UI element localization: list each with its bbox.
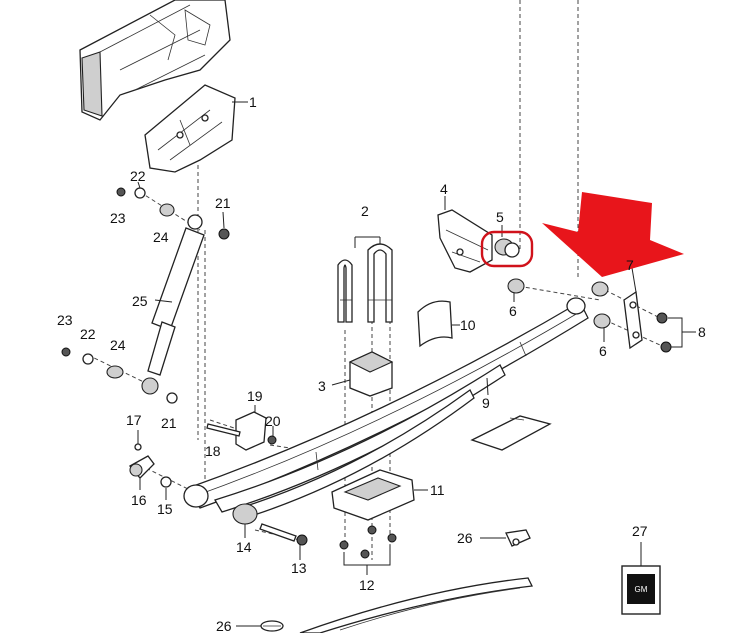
part-labels: 1 2 3 4 5 6 6 7 8 9 10 11 12 13 14 15 16… (57, 94, 706, 633)
u-bolts (337, 236, 393, 323)
spring-eye-bushing (494, 225, 520, 258)
label-20: 20 (265, 413, 281, 429)
label-1: 1 (249, 94, 257, 110)
label-10: 10 (460, 317, 476, 333)
label-13: 13 (291, 560, 307, 576)
insulator-pad (470, 415, 552, 451)
label-18: 18 (205, 443, 221, 459)
label-8: 8 (698, 324, 706, 340)
label-27: 27 (632, 523, 648, 539)
leaf-spring (183, 297, 589, 519)
label-25: 25 (132, 293, 148, 309)
label-22a: 22 (130, 168, 146, 184)
label-21a: 21 (215, 195, 231, 211)
lower-shock-hardware (61, 347, 178, 404)
label-3: 3 (318, 378, 326, 394)
label-21b: 21 (161, 415, 177, 431)
spring-sleeve (417, 300, 460, 348)
label-24b: 24 (110, 337, 126, 353)
label-2: 2 (361, 203, 369, 219)
label-22b: 22 (80, 326, 96, 342)
label-16: 16 (131, 492, 147, 508)
label-5: 5 (496, 209, 504, 225)
label-26b: 26 (216, 618, 232, 633)
label-7: 7 (626, 257, 634, 273)
label-6b: 6 (599, 343, 607, 359)
shackle-plate (623, 267, 643, 350)
shackle-bushings (507, 278, 611, 342)
retainer-clip-upper (480, 529, 531, 547)
label-17: 17 (126, 412, 142, 428)
spring-hanger-bracket (144, 84, 248, 173)
highlight-circle-icon (480, 230, 534, 268)
label-9: 9 (482, 395, 490, 411)
spacer-block (331, 351, 394, 397)
label-4: 4 (440, 181, 448, 197)
gm-service-badge: GM (621, 542, 661, 615)
frame-rail (79, 0, 231, 121)
gm-badge-label: GM (635, 585, 648, 594)
shock-absorber (141, 227, 205, 395)
retainer-clip-lower (236, 620, 284, 632)
label-26a: 26 (457, 530, 473, 546)
upper-shock-hardware (116, 181, 230, 240)
spring-plate (331, 469, 428, 521)
label-6a: 6 (509, 303, 517, 319)
u-bolt-nuts (339, 525, 397, 575)
red-arrow-icon (542, 192, 684, 277)
front-eye-bolt (232, 503, 308, 560)
label-11: 11 (430, 482, 445, 498)
label-12: 12 (359, 577, 375, 593)
label-23b: 23 (57, 312, 73, 328)
lower-bar (299, 577, 533, 633)
label-14: 14 (236, 539, 252, 555)
label-24a: 24 (153, 229, 169, 245)
label-19: 19 (247, 388, 263, 404)
front-spring-hardware (128, 405, 277, 500)
shackle-nuts (656, 312, 696, 353)
label-15: 15 (157, 501, 173, 517)
label-23a: 23 (110, 210, 126, 226)
